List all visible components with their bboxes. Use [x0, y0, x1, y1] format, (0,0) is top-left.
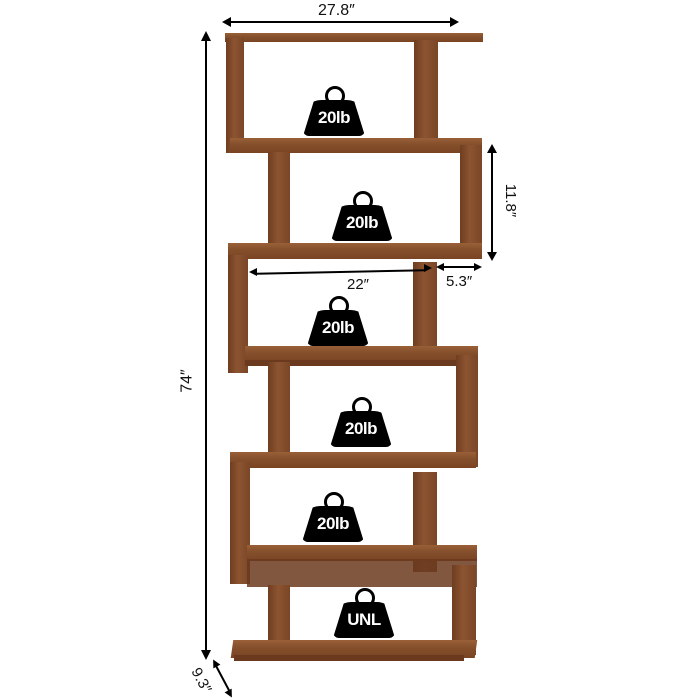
shelf-board-4 [230, 452, 476, 468]
weight-label: 20lb [344, 419, 378, 438]
arrow-up-icon [201, 31, 211, 41]
tier3-left-panel [228, 255, 248, 373]
weight-label: 20lb [345, 213, 379, 232]
tier4-left-divider [268, 362, 290, 462]
arrow-down-icon [487, 252, 497, 261]
side-offset-line [442, 266, 476, 268]
arrow-left-icon [436, 263, 444, 271]
tier3-right-divider [413, 262, 437, 362]
arrow-up-icon [487, 144, 497, 153]
tier4-right-panel [456, 355, 478, 467]
side-offset-label: 5.3″ [446, 273, 473, 290]
arrow-right-icon [450, 17, 459, 27]
shelf-board-2 [228, 243, 482, 259]
tier6-left-divider [268, 585, 290, 655]
tier-height-line [491, 152, 493, 254]
arrow-left-icon [222, 17, 231, 27]
shelf-board-3-edge [245, 360, 478, 366]
tier2-left-divider [268, 152, 290, 252]
weight-icon-tier-1: 20lb [303, 86, 365, 136]
tier5-left-panel [230, 462, 250, 584]
tier1-left-panel [226, 38, 244, 153]
weight-icon-tier-5: 20lb [302, 492, 364, 542]
base-board-edge [234, 655, 464, 661]
shelf-board-5-edge [247, 559, 477, 587]
width-label: 27.8″ [318, 2, 355, 19]
arrow-up-icon [209, 657, 221, 669]
arrow-right-icon [474, 263, 482, 271]
weight-icon-tier-6: UNL [333, 588, 395, 638]
inner-width-line [255, 269, 427, 275]
width-line [228, 21, 452, 23]
inner-width-label: 22″ [347, 276, 369, 293]
arrow-down-icon [201, 650, 211, 660]
shelf-board-1 [230, 138, 482, 153]
arrow-down-icon [224, 688, 236, 700]
tier2-right-panel [460, 145, 482, 257]
weight-label: 20lb [321, 318, 355, 337]
weight-label: UNL [347, 610, 381, 629]
height-label: 74″ [178, 369, 196, 393]
tier1-right-divider [414, 40, 438, 145]
top-board [225, 33, 483, 42]
weight-icon-tier-2: 20lb [331, 191, 393, 241]
weight-label: 20lb [317, 108, 351, 127]
weight-icon-tier-3: 20lb [307, 296, 369, 346]
depth-label: 9.3″ [187, 664, 215, 697]
shelf-board-3 [245, 346, 478, 362]
arrow-left-icon [249, 268, 257, 276]
weight-icon-tier-4: 20lb [330, 397, 392, 447]
shelf-board-5 [247, 545, 477, 561]
weight-label: 20lb [316, 514, 350, 533]
tier-height-label: 11.8″ [502, 183, 520, 218]
arrow-right-icon [424, 264, 432, 272]
height-line [205, 40, 207, 652]
